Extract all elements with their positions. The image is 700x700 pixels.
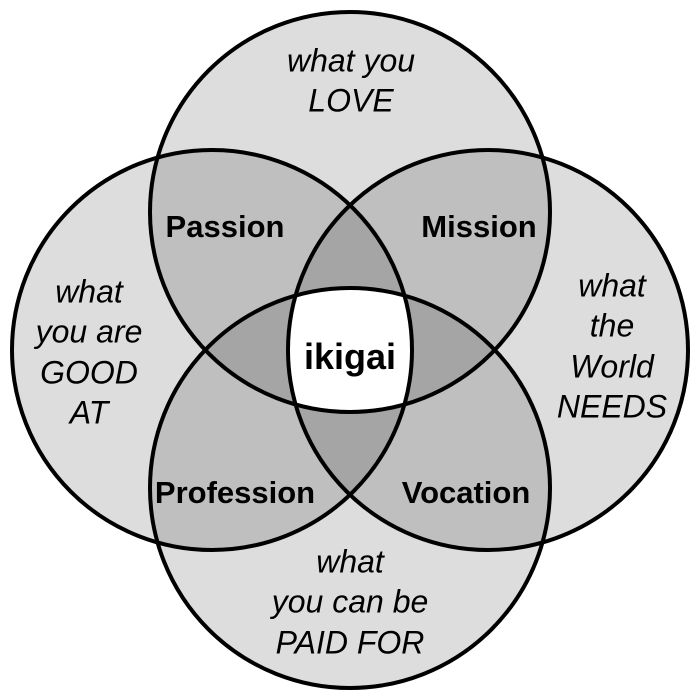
overlap-label-profession: Profession: [154, 474, 316, 510]
circle-outlines: [10, 10, 690, 690]
overlap-label-mission: Mission: [421, 208, 537, 244]
circle-fills: [12, 12, 688, 688]
love-circle-outline: [148, 10, 552, 414]
love-circle-fill: [150, 12, 550, 412]
circle-label-love: what you LOVE: [286, 42, 416, 119]
paid-circle-outline: [148, 286, 552, 690]
circle-label-paid-for: what you can be PAID FOR: [271, 543, 429, 661]
good-circle-fill: [12, 150, 412, 550]
needs-circle-outline: [286, 148, 690, 552]
good-circle-outline: [10, 148, 414, 552]
overlap-label-vocation: Vocation: [401, 474, 531, 510]
ikigai-center-region: [287, 287, 413, 413]
circle-label-world-needs: what the World NEEDS: [556, 267, 668, 425]
center-label-ikigai: ikigai: [303, 336, 397, 378]
circle-label-good-at: what you are GOOD AT: [35, 273, 143, 431]
paid-circle-fill: [150, 288, 550, 688]
overlap-label-passion: Passion: [165, 208, 285, 244]
needs-circle-fill: [288, 150, 688, 550]
